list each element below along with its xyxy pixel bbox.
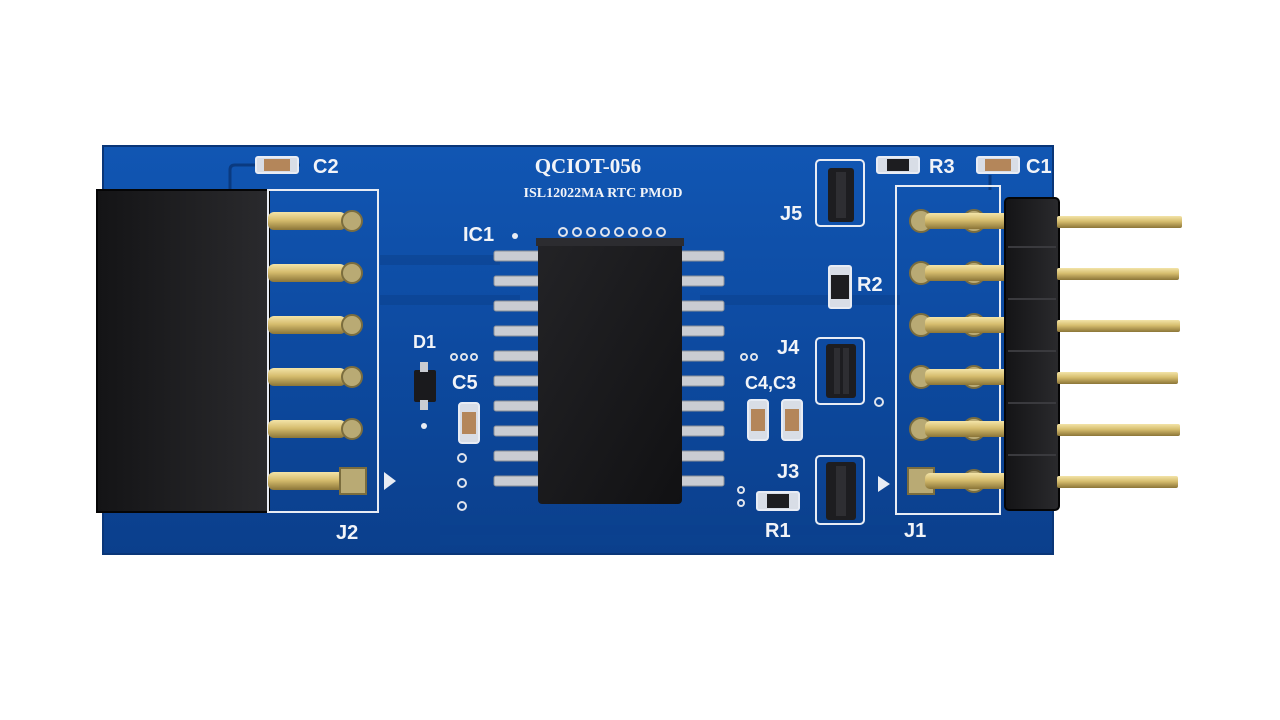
label-j5: J5 [780, 203, 802, 225]
label-c5: C5 [452, 372, 478, 394]
resistor-r2 [828, 265, 852, 309]
label-j4: J4 [777, 337, 800, 359]
j2-pins [268, 210, 396, 495]
capacitor-c4 [747, 399, 769, 441]
label-r1: R1 [765, 520, 791, 542]
d1-dot [421, 423, 427, 429]
label-r3: R3 [929, 156, 955, 178]
j3-arrow [878, 476, 890, 492]
resistor-r1 [756, 491, 800, 511]
j4-via [874, 397, 884, 407]
male-header-j1 [925, 197, 1182, 511]
label-c1: C1 [1026, 156, 1052, 178]
label-j1: J1 [904, 520, 926, 542]
capacitor-c5 [458, 402, 480, 444]
ic1-pin1-marker [512, 233, 518, 239]
label-ic1: IC1 [463, 224, 494, 246]
capacitor-c3 [781, 399, 803, 441]
label-j2: J2 [336, 522, 358, 544]
jumper-j4 [815, 337, 865, 405]
label-r2: R2 [857, 274, 883, 296]
label-c2: C2 [313, 156, 339, 178]
board-subtitle: ISL12022MA RTC PMOD [524, 186, 683, 201]
ic1-chip [493, 227, 725, 504]
capacitor-c1 [976, 156, 1020, 174]
jumper-j3 [815, 455, 865, 525]
diode-d1 [414, 362, 436, 410]
capacitor-c2 [255, 156, 299, 174]
female-header-j2 [96, 189, 270, 513]
c4c3-vias [740, 353, 758, 361]
board-title: QCIOT-056 [535, 154, 642, 178]
label-d1: D1 [413, 332, 436, 352]
jumper-j5 [815, 159, 865, 227]
d1-vias [450, 353, 478, 361]
r1-vias [737, 486, 745, 507]
j2-outline [267, 189, 379, 513]
label-c4c3: C4,C3 [745, 373, 796, 393]
c5-vias [457, 453, 467, 511]
label-j3: J3 [777, 461, 799, 483]
j1-outline [895, 185, 1001, 515]
resistor-r3 [876, 156, 920, 174]
